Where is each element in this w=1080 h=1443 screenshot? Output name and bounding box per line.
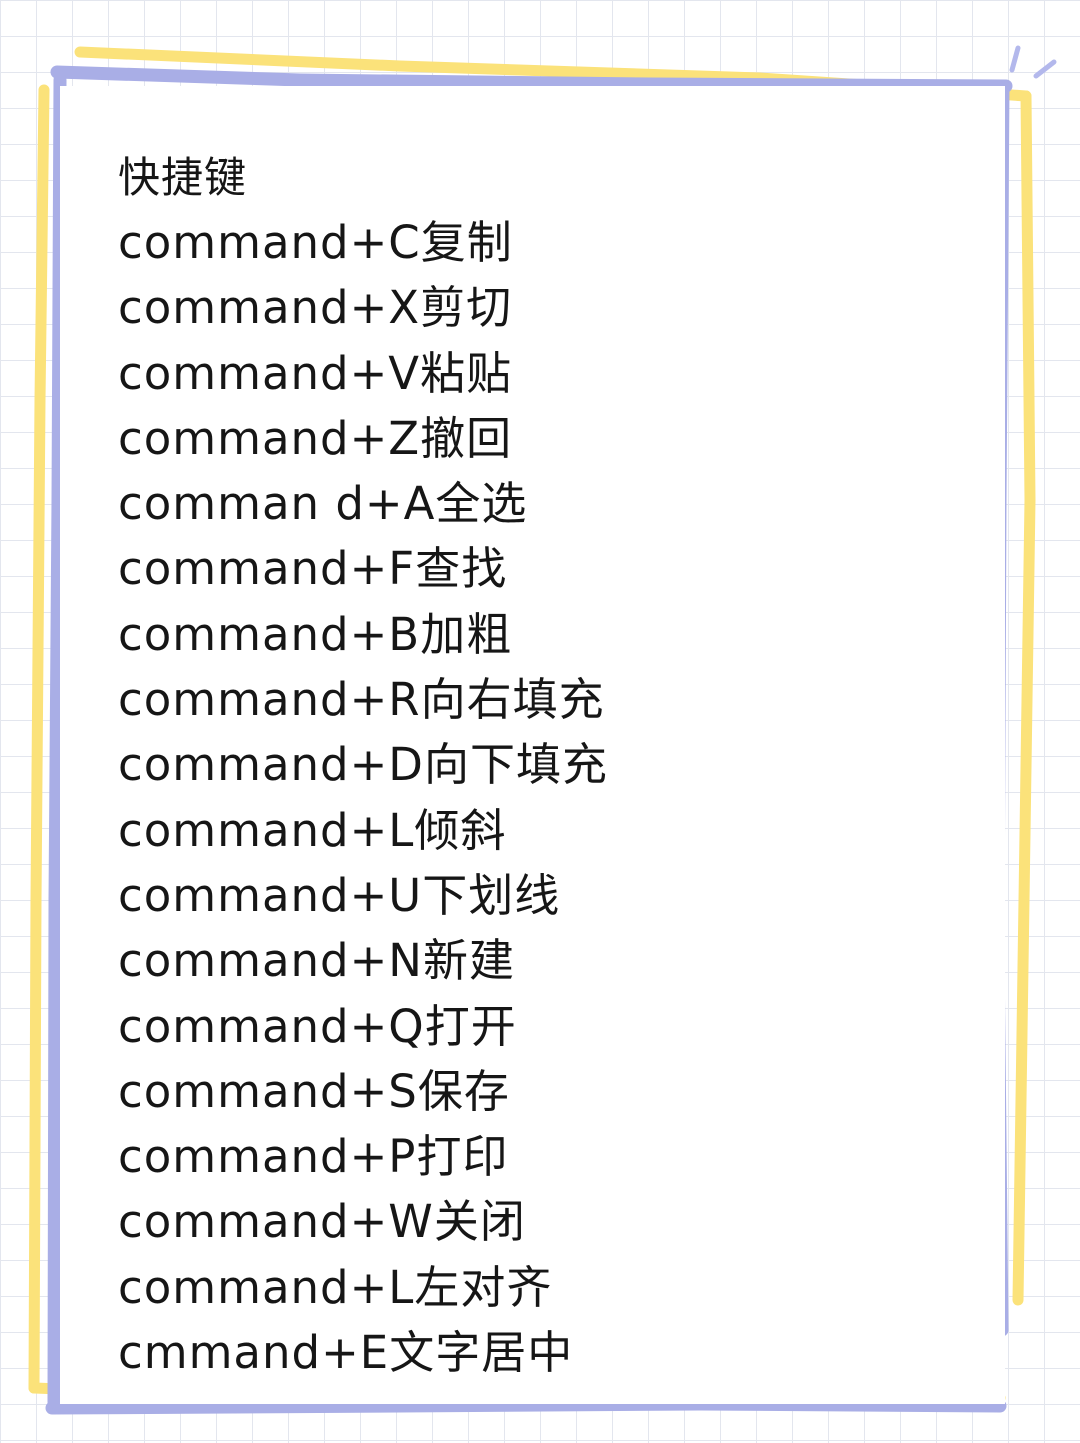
list-item: command+W关闭 <box>118 1189 608 1254</box>
list-item: command+C复制 <box>118 210 608 275</box>
shortcut-combo: command+R <box>118 673 421 727</box>
shortcut-combo: cmmand+E <box>118 1326 390 1380</box>
shortcut-action: 新建 <box>422 934 515 988</box>
list-item: command+Z撤回 <box>118 406 608 471</box>
list-item: command+P打印 <box>118 1124 608 1189</box>
shortcut-action: 复制 <box>420 216 513 269</box>
shortcut-combo: command+V <box>118 346 421 400</box>
shortcut-action: 关闭 <box>433 1195 526 1249</box>
shortcut-combo: comman d+A <box>118 477 436 531</box>
shortcut-action: 剪切 <box>420 281 513 335</box>
shortcut-action: 保存 <box>417 1064 510 1118</box>
shortcut-action: 倾斜 <box>414 803 507 857</box>
shortcut-action: 打印 <box>416 1130 509 1184</box>
shortcut-action: 向右填充 <box>420 673 605 727</box>
shortcut-combo: command+D <box>118 738 424 792</box>
shortcut-combo: command+Q <box>118 999 425 1053</box>
shortcut-action: 粘贴 <box>420 346 513 400</box>
shortcut-combo: command+L <box>118 1260 415 1314</box>
list-item: command+D向下填充 <box>118 732 608 797</box>
sparkle-lines <box>1009 45 1057 79</box>
list-item: command+V粘贴 <box>118 341 608 406</box>
list-item: command+B加粗 <box>118 602 608 667</box>
note-card <box>60 86 1005 1404</box>
list-item: command+F查找 <box>118 536 608 601</box>
shortcut-action: 撤回 <box>420 411 513 465</box>
list-item: command+U下划线 <box>118 863 608 928</box>
shortcut-combo: command+S <box>118 1064 418 1118</box>
shortcut-combo: command+Z <box>118 411 421 465</box>
list-item: command+R向右填充 <box>118 667 608 732</box>
list-item: command+X剪切 <box>118 275 608 340</box>
shortcut-action: 文字居中 <box>389 1326 574 1380</box>
shortcut-combo: command+B <box>118 607 421 661</box>
shortcut-combo: command+U <box>118 868 423 922</box>
shortcut-combo: command+P <box>118 1130 417 1184</box>
shortcut-list: 快捷键 command+C复制 command+X剪切 command+V粘贴 … <box>118 146 608 1385</box>
shortcut-action: 加粗 <box>420 607 513 661</box>
shortcut-action: 打开 <box>424 999 517 1053</box>
shortcut-action: 下划线 <box>422 868 561 922</box>
list-item: cmmand+E文字居中 <box>118 1320 608 1385</box>
shortcut-action: 查找 <box>415 542 508 596</box>
shortcut-action: 向下填充 <box>423 738 608 792</box>
shortcut-combo: command+L <box>118 803 415 857</box>
shortcut-action: 全选 <box>435 477 528 531</box>
shortcut-combo: command+W <box>118 1195 434 1249</box>
list-item: command+N新建 <box>118 928 608 993</box>
list-item: command+Q打开 <box>118 994 608 1059</box>
shortcut-combo: command+N <box>118 934 423 988</box>
page-title: 快捷键 <box>118 153 248 202</box>
shortcut-combo: command+X <box>118 281 421 335</box>
list-item: comman d+A全选 <box>118 471 608 536</box>
shortcut-action: 左对齐 <box>414 1260 553 1314</box>
list-item: command+S保存 <box>118 1059 608 1124</box>
shortcut-combo: command+C <box>118 216 421 269</box>
list-item: command+L左对齐 <box>118 1255 608 1320</box>
list-item: command+L倾斜 <box>118 798 608 863</box>
shortcut-combo: command+F <box>118 542 416 596</box>
